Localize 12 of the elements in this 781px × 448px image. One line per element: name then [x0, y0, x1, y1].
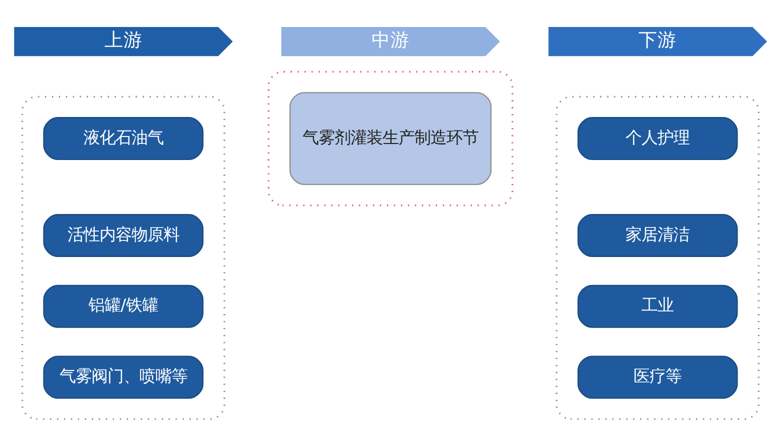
cluster: [21, 95, 226, 420]
cluster: [556, 95, 760, 420]
node-box: 铝罐/铁罐: [43, 284, 204, 328]
node-box: 液化石油气: [43, 116, 204, 160]
cluster: [268, 70, 514, 206]
node-box: 个人护理: [578, 116, 738, 160]
node-box: 医疗等: [578, 355, 738, 398]
node-box: 工业: [578, 284, 738, 328]
node-box: 气雾剂灌装生产制造环节: [289, 92, 492, 184]
node-box: 家居清洁: [578, 214, 738, 257]
node-box: 气雾阀门、喷嘴等: [43, 355, 204, 398]
node-box: 活性内容物原料: [43, 214, 204, 257]
